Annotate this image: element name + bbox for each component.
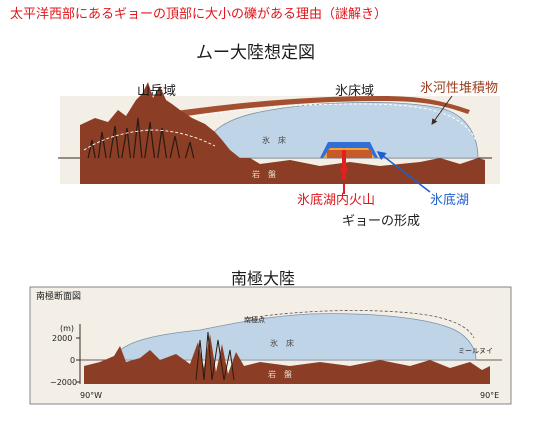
antarctica-label-mirny: ミールヌイ (458, 347, 493, 355)
mu-diagram-title: ムー大陸想定図 (196, 43, 315, 63)
antarctica-axis-unit: (m) (60, 324, 74, 333)
antarctica-box-title: 南極断面図 (36, 290, 81, 302)
antarctica-bedrock (84, 334, 490, 384)
antarctica-cross-section (29, 286, 512, 405)
mu-label-ice-sheet: 氷 床 (262, 135, 286, 145)
antarctica-tick-2000: 2000 (52, 334, 72, 343)
mu-label-mountain-zone: 山岳域 (137, 84, 176, 99)
mu-cross-section (58, 82, 500, 194)
mu-label-guyot-formation: ギョーの形成 (342, 214, 420, 229)
antarctica-label-south-pole: 南極点 (244, 315, 265, 324)
antarctica-mountain-peaks-outline (195, 331, 235, 381)
mu-label-glacial-deposit: 氷河性堆積物 (420, 81, 498, 96)
mu-label-subglacial-lake: 氷底湖 (430, 192, 469, 208)
antarctica-tick-0: 0 (70, 356, 75, 365)
antarctica-label-90e: 90°E (480, 391, 499, 400)
mu-glacial-deposit-band (150, 96, 470, 121)
mu-label-subglacial-volcano: 氷底湖内火山 (297, 192, 375, 208)
antarctica-label-bedrock: 岩 盤 (268, 369, 292, 379)
mu-guyot-body (327, 150, 372, 158)
mu-ice-surface-line (179, 103, 477, 141)
mu-label-bedrock: 岩 盤 (252, 169, 276, 179)
antarctica-label-90w: 90°W (80, 391, 102, 400)
antarctica-label-ice-sheet: 氷 床 (270, 338, 294, 348)
mu-volcano-conduit (342, 150, 346, 180)
mu-mountain-peaks-outline (85, 117, 197, 173)
mu-lake-arrow (376, 151, 431, 193)
antarctica-ice-surface-line (249, 310, 475, 339)
mu-ice-sheet (199, 102, 479, 159)
mu-deposit-arrow (431, 95, 453, 125)
mu-mountain-contour (83, 129, 216, 151)
mu-bedrock (80, 158, 485, 184)
page-title: 太平洋西部にあるギョーの頂部に大小の礫がある理由（謎解き） (10, 7, 388, 22)
antarctica-diagram-title: 南極大陸 (231, 269, 296, 288)
mu-label-ice-sheet-zone: 氷床域 (335, 84, 374, 99)
antarctica-tick-minus-2000: −2000 (50, 378, 77, 387)
